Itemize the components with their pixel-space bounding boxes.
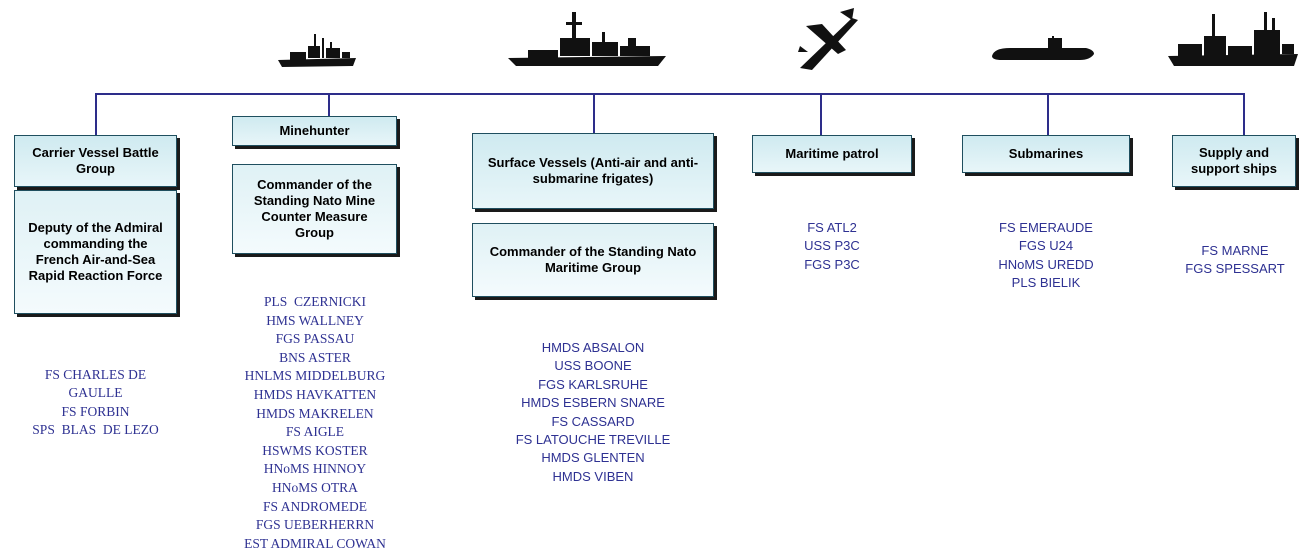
connector-patrol xyxy=(820,93,822,135)
submarines-ship-list: FS EMERAUDE FGS U24 HNoMS UREDD PLS BIEL… xyxy=(962,219,1130,293)
submarines-header-box: Submarines xyxy=(962,135,1130,173)
main-bus-line xyxy=(95,93,1245,95)
list-item: PLS BIELIK xyxy=(1011,275,1081,291)
list-item: HMDS HAVKATTEN xyxy=(253,386,377,402)
list-item: PLS CZERNICKI xyxy=(263,294,366,309)
surface-sub-box: Commander of the Standing Nato Maritime … xyxy=(472,223,714,297)
connector-carrier xyxy=(95,93,97,135)
surface-header-label: Surface Vessels (Anti-air and anti-subma… xyxy=(487,155,699,186)
list-item: EST ADMIRAL COWAN xyxy=(244,535,386,551)
list-item: HMDS ESBERN SNARE xyxy=(521,395,665,411)
list-item: HMDS GLENTEN xyxy=(541,450,645,466)
list-item: FS MARNE xyxy=(1201,243,1269,258)
carrier-sub-box: Deputy of the Admiral commanding the Fre… xyxy=(14,190,177,314)
minehunter-header-label: Minehunter xyxy=(279,123,350,138)
minehunter-ship-list: PLS CZERNICKI HMS WALLNEY FGS PASSAU BNS… xyxy=(212,293,418,553)
list-item: FS CHARLES DE GAULLE xyxy=(44,367,147,401)
patrol-header-label: Maritime patrol xyxy=(785,146,879,161)
submarines-header-label: Submarines xyxy=(1008,146,1084,161)
list-item: HMDS VIBEN xyxy=(552,468,634,484)
supply-header-box: Supply and support ships xyxy=(1172,135,1296,187)
list-item: FGS SPESSART xyxy=(1185,261,1285,277)
list-item: HNoMS HINNOY xyxy=(263,461,367,477)
frigate-silhouette-icon xyxy=(508,12,666,66)
list-item: USS P3C xyxy=(804,238,860,254)
carrier-header-box: Carrier Vessel Battle Group xyxy=(14,135,177,187)
patrol-aircraft-silhouette-icon xyxy=(798,8,858,70)
list-item: FS CASSARD xyxy=(551,413,635,429)
list-item: USS BOONE xyxy=(554,358,632,374)
minehunter-silhouette-icon xyxy=(278,34,356,67)
patrol-ship-list: FS ATL2 USS P3C FGS P3C xyxy=(752,219,912,274)
surface-sub-label: Commander of the Standing Nato Maritime … xyxy=(489,244,697,275)
list-item: HNLMS MIDDELBURG xyxy=(244,368,386,384)
submarine-silhouette-icon xyxy=(992,36,1094,60)
carrier-ship-list: FS CHARLES DE GAULLE FS FORBIN SPS BLAS … xyxy=(14,366,177,440)
list-item: FS ATL2 xyxy=(807,220,857,235)
carrier-header-label: Carrier Vessel Battle Group xyxy=(32,145,159,176)
minehunter-sub-box: Commander of the Standing Nato Mine Coun… xyxy=(232,164,397,254)
list-item: FS AIGLE xyxy=(285,424,345,440)
list-item: HNoMS OTRA xyxy=(272,479,358,495)
list-item: HMDS MAKRELEN xyxy=(256,405,374,421)
list-item: HSWMS KOSTER xyxy=(262,442,368,458)
list-item: HNoMS UREDD xyxy=(998,256,1094,272)
list-item: HMDS ABSALON xyxy=(541,340,645,355)
list-item: FS FORBIN xyxy=(61,403,130,419)
surface-header-box: Surface Vessels (Anti-air and anti-subma… xyxy=(472,133,714,209)
connector-submarines xyxy=(1047,93,1049,135)
carrier-sub-label: Deputy of the Admiral commanding the Fre… xyxy=(28,220,163,283)
list-item: FS EMERAUDE xyxy=(999,220,1093,235)
list-item: FGS KARLSRUHE xyxy=(538,376,648,392)
list-item: FS ANDROMEDE xyxy=(263,498,367,514)
minehunter-header-box: Minehunter xyxy=(232,116,397,146)
surface-ship-list: HMDS ABSALON USS BOONE FGS KARLSRUHE HMD… xyxy=(472,339,714,486)
connector-supply xyxy=(1243,93,1245,135)
list-item: FGS P3C xyxy=(804,256,860,272)
minehunter-sub-label: Commander of the Standing Nato Mine Coun… xyxy=(253,177,376,240)
list-item: HMS WALLNEY xyxy=(266,312,364,328)
list-item: FGS PASSAU xyxy=(275,331,355,347)
connector-surface xyxy=(593,93,595,133)
patrol-header-box: Maritime patrol xyxy=(752,135,912,173)
connector-minehunter xyxy=(328,93,330,117)
list-item: FGS UEBERHERRN xyxy=(255,517,375,533)
list-item: BNS ASTER xyxy=(279,349,351,365)
supply-header-label: Supply and support ships xyxy=(1191,145,1277,176)
supply-ship-list: FS MARNE FGS SPESSART xyxy=(1172,242,1298,279)
list-item: FS LATOUCHE TREVILLE xyxy=(515,432,671,448)
list-item: FGS U24 xyxy=(1018,238,1074,254)
list-item: SPS BLAS DE LEZO xyxy=(32,422,159,438)
supply-ship-silhouette-icon xyxy=(1168,12,1298,66)
